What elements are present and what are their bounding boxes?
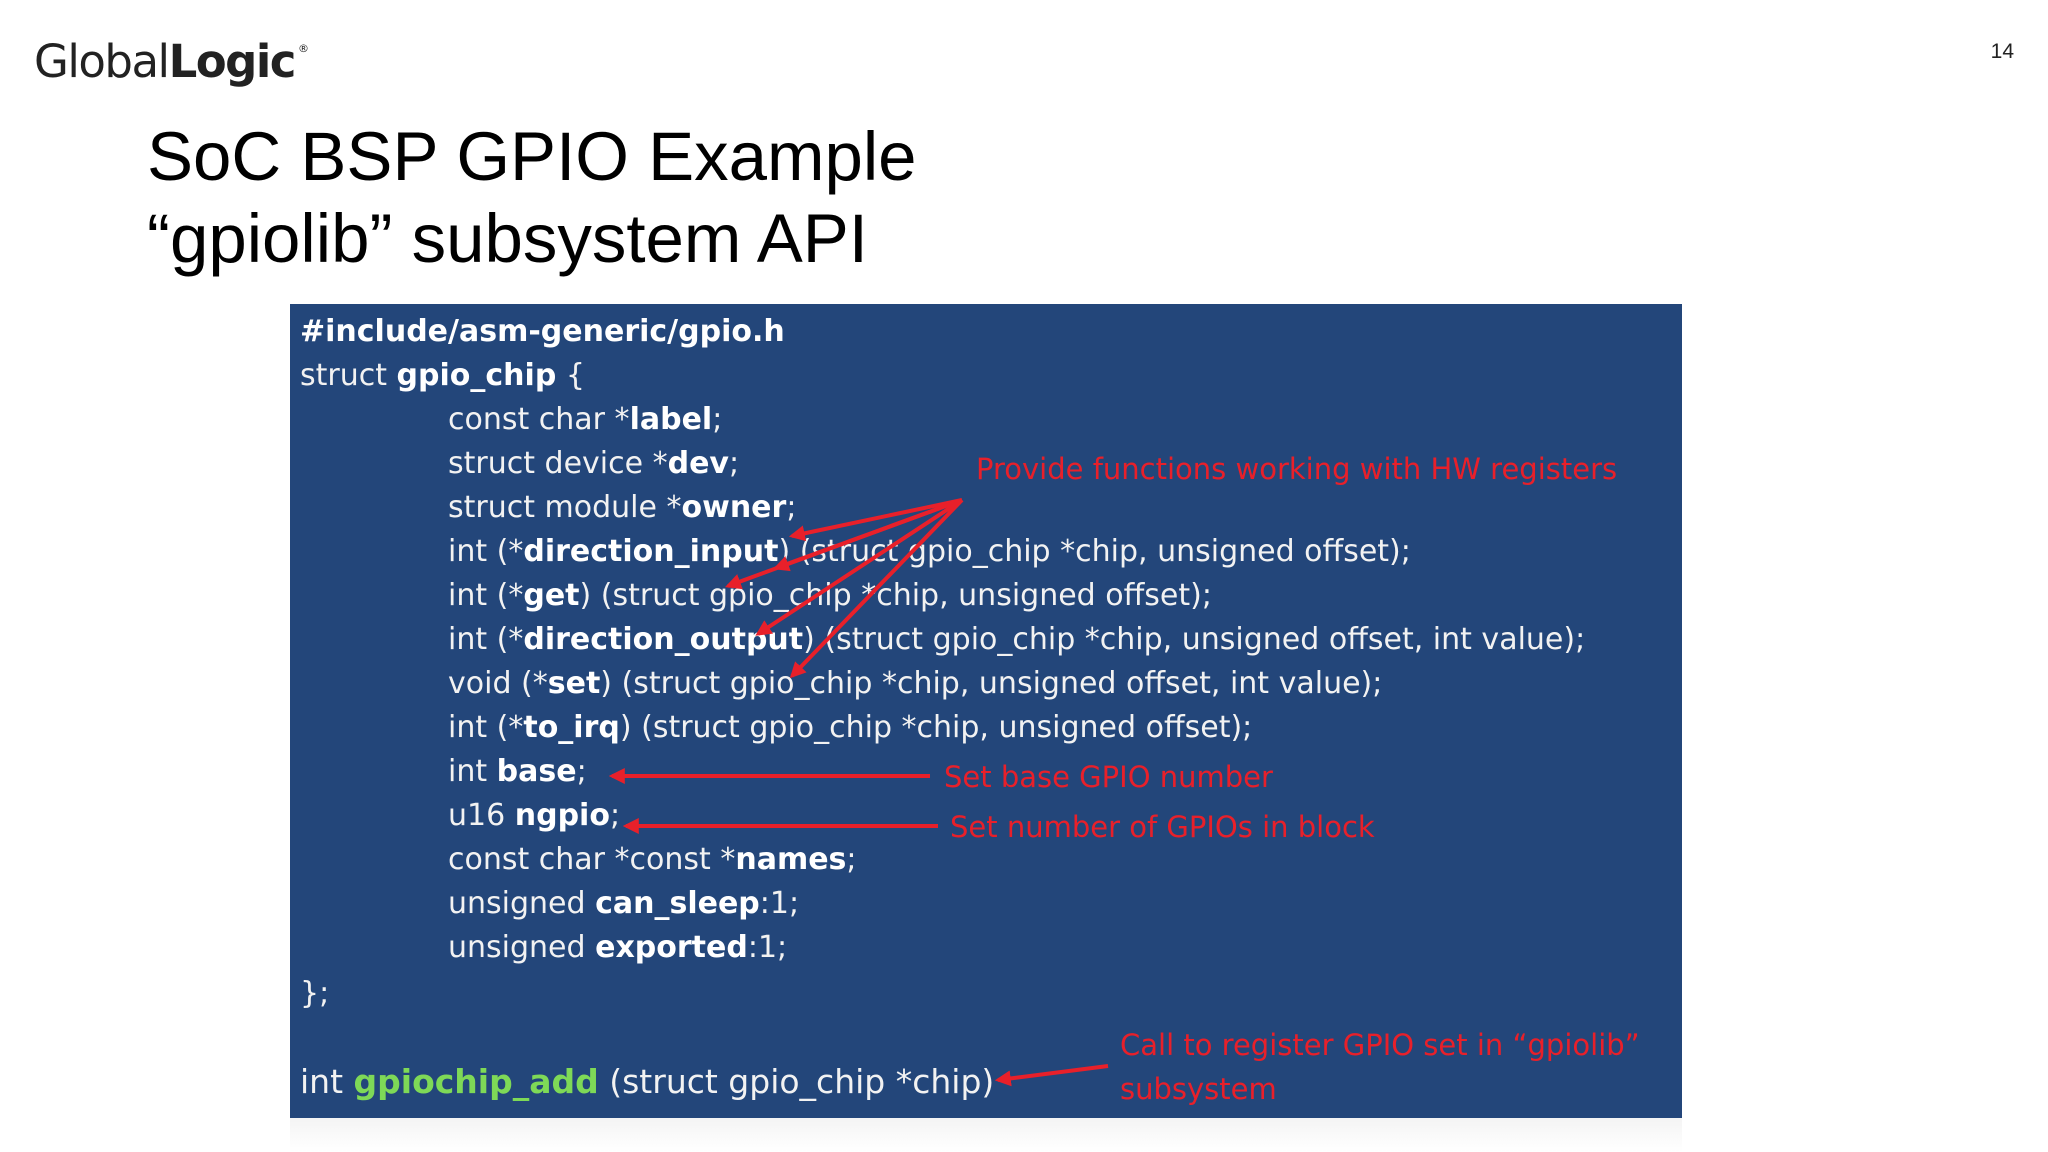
field-suffix: ; [576,754,587,789]
field-suffix: ) (struct gpio_chip *chip, unsigned offs… [579,578,1212,613]
field-suffix: ) (struct gpio_chip *chip, unsigned offs… [600,666,1383,701]
field-name: ngpio [514,798,610,833]
field-name: base [496,754,577,789]
field-line-to-irq: int (*to_irq) (struct gpio_chip *chip, u… [448,708,1252,748]
return-type: int [300,1062,354,1101]
field-name: dev [667,446,729,481]
field-suffix: ; [712,402,723,437]
field-name: names [735,842,847,877]
struct-keyword: struct [300,358,397,393]
logo-registered-mark: ® [297,42,309,55]
panel-shadow [290,1118,1682,1152]
struct-open-line: struct gpio_chip { [300,356,585,396]
field-type: unsigned [448,930,596,965]
field-type: int [448,754,497,789]
slide-title-line-2: “gpiolib” subsystem API [147,200,868,277]
field-suffix: ) (struct gpio_chip *chip, unsigned offs… [778,534,1411,569]
field-type: struct module * [448,490,682,525]
note-hw-registers: Provide functions working with HW regist… [976,452,1618,486]
field-suffix: ; [846,842,857,877]
field-line-dev: struct device *dev; [448,444,739,484]
field-type: int (* [448,710,524,745]
field-name: exported [595,930,748,965]
field-name: can_sleep [595,886,760,921]
slide-title: SoC BSP GPIO Example “gpiolib” subsystem… [147,116,917,280]
field-suffix: ; [786,490,797,525]
field-suffix: ; [609,798,621,833]
field-line-set: void (*set) (struct gpio_chip *chip, uns… [448,664,1382,704]
struct-name: gpio_chip [396,358,557,393]
field-type: int (* [448,622,524,657]
field-line-owner: struct module *owner; [448,488,796,528]
field-name: get [523,578,580,613]
function-name: gpiochip_add [353,1062,599,1101]
field-name: direction_input [523,534,779,569]
field-type: const char * [448,402,630,437]
field-type: const char *const * [448,842,736,877]
field-type: u16 [448,798,515,833]
field-type: void (* [448,666,548,701]
field-line-base: int base; [448,752,587,792]
field-line-ngpio: u16 ngpio; [448,796,620,836]
struct-close-line: }; [300,976,330,1011]
note-register-line-1: Call to register GPIO set in “gpiolib” [1120,1028,1640,1062]
field-name: label [629,402,713,437]
field-line-can-sleep: unsigned can_sleep:1; [448,884,799,924]
field-suffix: ) (struct gpio_chip *chip, unsigned offs… [803,622,1586,657]
field-type: int (* [448,534,524,569]
field-type: int (* [448,578,524,613]
logo-text-global: Global [34,35,170,88]
note-ngpio: Set number of GPIOs in block [950,810,1375,844]
code-panel: #include/asm-generic/gpio.h struct gpio_… [290,304,1682,1118]
slide-title-line-1: SoC BSP GPIO Example [147,118,917,195]
field-name: set [547,666,601,701]
field-type: unsigned [448,886,596,921]
field-name: owner [681,490,787,525]
code-block: #include/asm-generic/gpio.h struct gpio_… [290,304,1682,1118]
field-suffix: :1; [747,930,788,965]
field-line-get: int (*get) (struct gpio_chip *chip, unsi… [448,576,1212,616]
note-base-gpio: Set base GPIO number [944,760,1273,794]
field-line-exported: unsigned exported:1; [448,928,787,968]
logo-text-logic: Logic [168,35,297,88]
include-text: #include/asm-generic/gpio.h [300,314,785,349]
field-line-direction-input: int (*direction_input) (struct gpio_chip… [448,532,1411,572]
slide-page-number: 14 [1990,40,2014,63]
field-line-label: const char *label; [448,400,722,440]
field-name: direction_output [523,622,804,657]
field-line-names: const char *const *names; [448,840,857,880]
field-type: struct device * [448,446,668,481]
field-name: to_irq [523,710,620,745]
function-args: (struct gpio_chip *chip) [598,1062,995,1101]
field-line-direction-output: int (*direction_output) (struct gpio_chi… [448,620,1585,660]
field-suffix: :1; [759,886,800,921]
note-register-line-2: subsystem [1120,1072,1277,1106]
include-line: #include/asm-generic/gpio.h [300,312,785,352]
gpiochip-add-line: int gpiochip_add (struct gpio_chip *chip… [300,1062,994,1102]
field-suffix: ; [729,446,740,481]
struct-brace: { [556,358,585,393]
field-suffix: ) (struct gpio_chip *chip, unsigned offs… [619,710,1253,745]
